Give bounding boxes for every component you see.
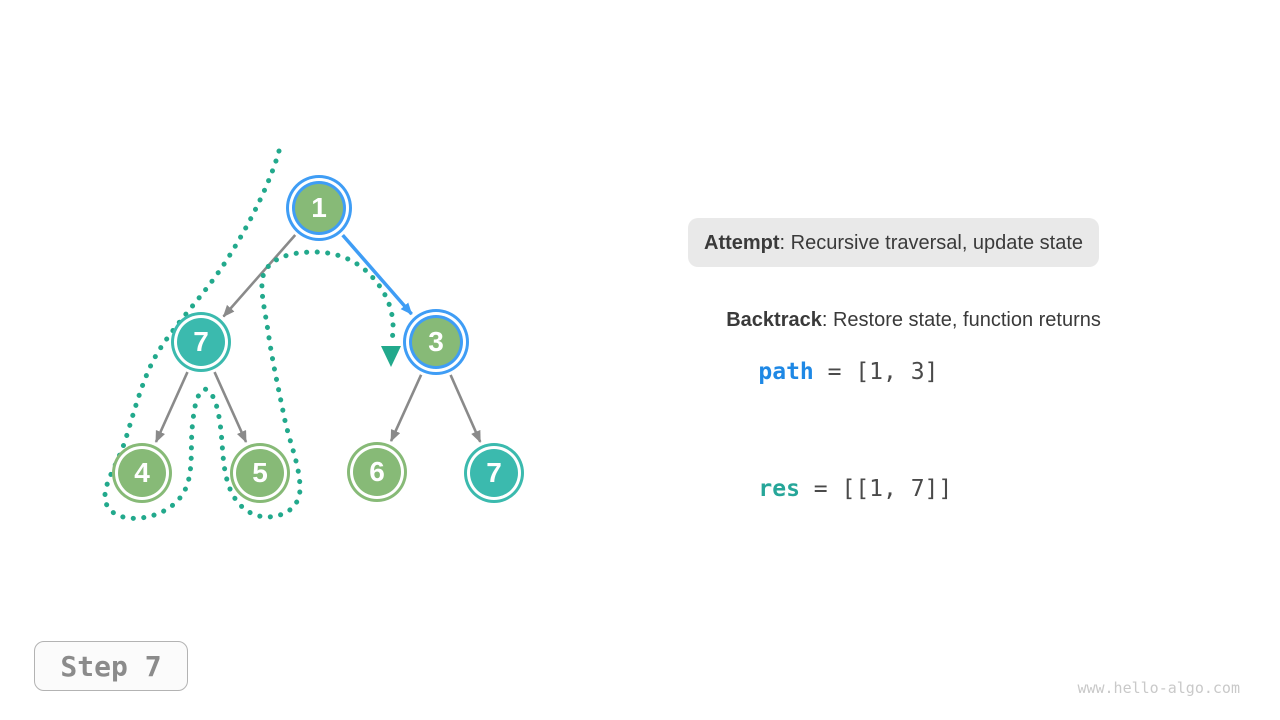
traversal-path-dotted [102,148,396,521]
tree-edge [449,374,482,443]
backtrack-label: Backtrack [726,309,822,331]
step-badge: Step 7 [34,641,188,691]
attempt-legend: Attempt: Recursive traversal, update sta… [688,218,1100,267]
site-url: www.hello-algo.com [1077,679,1240,697]
path-variable: path [758,359,814,385]
tree-edge [154,371,189,443]
path-state: path = [1, 3] [703,333,938,411]
tree-node-6: 6 [353,448,401,496]
tree-edge [222,234,297,318]
res-variable: res [758,476,800,502]
tree-node-3: 3 [412,318,460,366]
tree-node-7: 7 [470,449,518,497]
backtrack-legend: Backtrack: Restore state, function retur… [704,281,1101,359]
attempt-label: Attempt [704,231,780,254]
tree-diagram [102,148,482,521]
res-value: = [[1, 7]] [799,476,953,502]
attempt-text: : Recursive traversal, update state [779,231,1084,254]
path-value: = [1, 3] [813,359,939,385]
tree-edge [389,374,423,442]
tree-node-5: 5 [236,449,284,497]
res-state: res = [[1, 7]] [703,450,952,528]
tree-node-7: 7 [177,318,225,366]
tree-node-1: 1 [295,184,343,232]
traversal-arrowhead-icon [381,346,401,367]
backtrack-text: : Restore state, function returns [821,309,1101,331]
tree-edges [154,233,482,443]
tree-edge [213,371,248,443]
tree-node-4: 4 [118,449,166,497]
tree-edge [341,233,413,316]
